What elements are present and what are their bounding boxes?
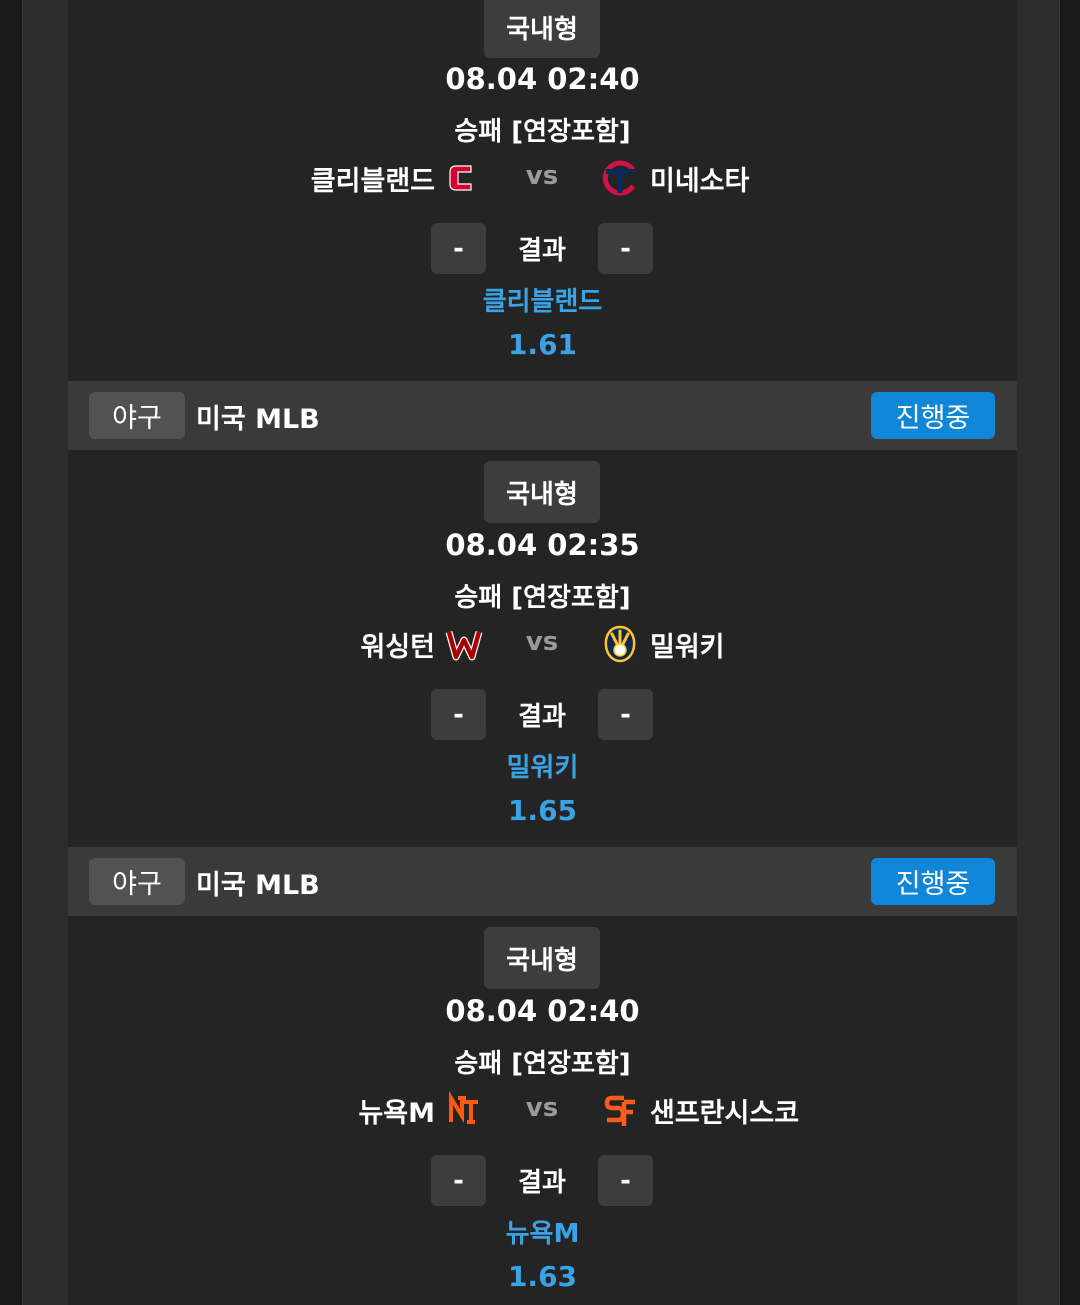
minnesota-tc-icon [602, 160, 636, 196]
away-team-name: 샌프란시스코 [650, 1098, 800, 1129]
game-datetime: 08.04 02:40 [445, 62, 640, 96]
game-type-badge: 국내형 [484, 927, 600, 989]
sport-chip: 야구 [89, 392, 185, 439]
game-card: 국내형 08.04 02:40 승패 [연장포함] 클리블랜드 vs 미네소타 … [68, 0, 1017, 381]
home-score-box: - [431, 689, 486, 740]
page-frame: 국내형 08.04 02:40 승패 [연장포함] 클리블랜드 vs 미네소타 … [22, 0, 1060, 1305]
sport-chip: 야구 [89, 858, 185, 905]
pick-team: 뉴욕M [505, 1219, 580, 1249]
home-score-box: - [431, 1155, 486, 1206]
pick-odds: 1.65 [507, 794, 578, 827]
game-list: 국내형 08.04 02:40 승패 [연장포함] 클리블랜드 vs 미네소타 … [68, 0, 1017, 1305]
pick-team: 클리블랜드 [482, 287, 603, 317]
status-badge[interactable]: 진행중 [871, 392, 995, 439]
league-header: 야구 미국 MLB 진행중 [68, 847, 1017, 916]
away-score-box: - [598, 689, 653, 740]
game-datetime: 08.04 02:40 [445, 994, 640, 1028]
vs-label: vs [525, 161, 559, 191]
league-name: 미국 MLB [196, 870, 320, 901]
sf-giants-icon [604, 1095, 635, 1126]
result-label: 결과 [518, 1168, 566, 1198]
away-score-box: - [598, 1155, 653, 1206]
game-card: 국내형 08.04 02:40 승패 [연장포함] 뉴욕M vs 샌프란시스코 … [68, 916, 1017, 1305]
cleveland-c-icon [449, 165, 472, 191]
milwaukee-glove-icon [604, 625, 636, 663]
status-badge[interactable]: 진행중 [871, 858, 995, 905]
away-team-name: 밀워키 [650, 632, 725, 663]
market-label: 승패 [연장포함] [454, 583, 631, 613]
league-header: 야구 미국 MLB 진행중 [68, 381, 1017, 450]
pick-odds: 1.63 [507, 1260, 578, 1293]
game-card: 국내형 08.04 02:35 승패 [연장포함] 워싱턴 vs 밀워키 - 결… [68, 450, 1017, 847]
ny-mets-icon [449, 1090, 478, 1124]
home-team-name: 워싱턴 [360, 632, 435, 663]
vs-label: vs [525, 627, 559, 657]
home-score-box: - [431, 223, 486, 274]
away-team-name: 미네소타 [650, 166, 750, 197]
game-type-badge: 국내형 [484, 0, 600, 58]
game-type-badge: 국내형 [484, 461, 600, 523]
pick-team: 밀워키 [506, 753, 579, 783]
market-label: 승패 [연장포함] [454, 117, 631, 147]
market-label: 승패 [연장포함] [454, 1049, 631, 1079]
result-label: 결과 [518, 236, 566, 266]
vs-label: vs [525, 1093, 559, 1123]
home-team-name: 뉴욕M [358, 1098, 435, 1129]
home-team-name: 클리블랜드 [310, 166, 435, 197]
game-datetime: 08.04 02:35 [445, 528, 640, 562]
away-score-box: - [598, 223, 653, 274]
league-name: 미국 MLB [196, 404, 320, 435]
pick-odds: 1.61 [507, 328, 578, 361]
washington-w-icon [445, 631, 483, 661]
result-label: 결과 [518, 702, 566, 732]
